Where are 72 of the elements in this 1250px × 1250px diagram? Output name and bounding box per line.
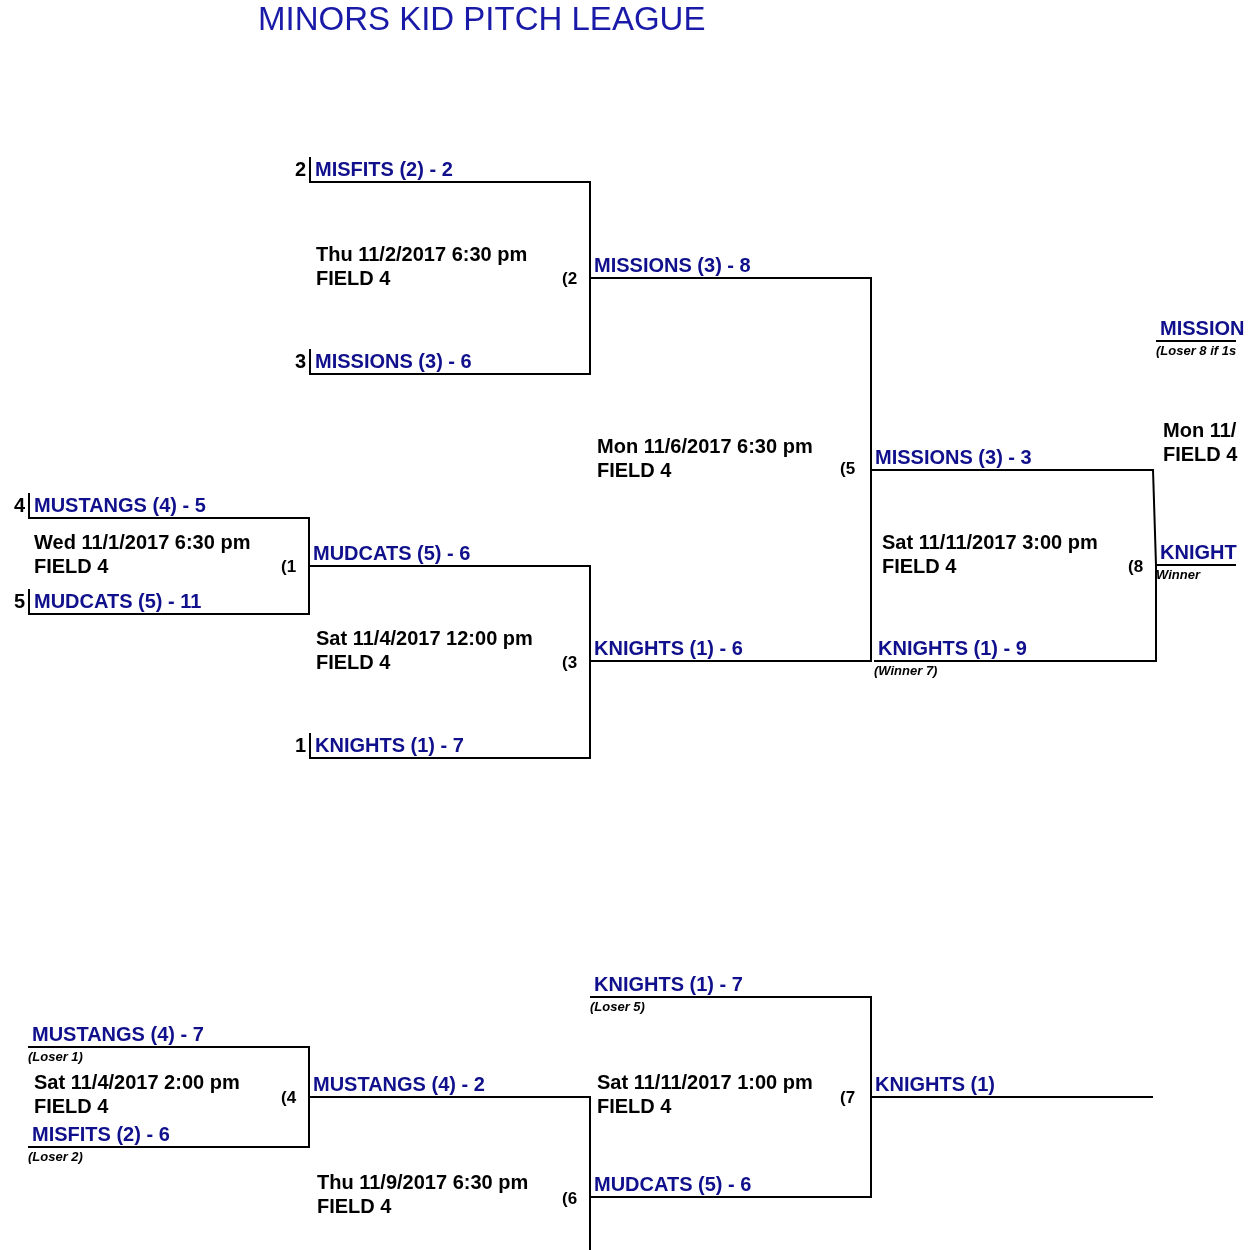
game-date: Wed 11/1/2017 6:30 pm (34, 531, 251, 553)
bracket-line (870, 277, 872, 471)
team-name: MISSIONS (3) - 6 (315, 350, 472, 372)
bracket-line (589, 277, 591, 375)
bracket-line (1152, 469, 1157, 566)
game-date: Sat 11/11/2017 3:00 pm (882, 531, 1098, 553)
field-name: FIELD 4 (34, 1095, 109, 1117)
game-date: Sat 11/4/2017 12:00 pm (316, 627, 533, 649)
slot-note: (Loser 8 if 1s (1156, 343, 1237, 358)
field-name: FIELD 4 (34, 555, 109, 577)
field-name: FIELD 4 (316, 651, 391, 673)
field-name: FIELD 4 (317, 1195, 392, 1217)
team-name: KNIGHTS (1) - 9 (878, 637, 1027, 659)
bracket-line (870, 469, 872, 662)
bracket-line (870, 1096, 872, 1198)
team-name: MUDCATS (5) - 6 (313, 542, 471, 564)
team-name: MISFITS (2) - 6 (32, 1123, 170, 1145)
seed-number: 1 (294, 734, 306, 756)
slot-note: Winner (1156, 567, 1200, 582)
game-date: Thu 11/9/2017 6:30 pm (317, 1171, 529, 1193)
title: MINORS KID PITCH LEAGUE (258, 0, 706, 38)
field-name: FIELD 4 (882, 555, 957, 577)
team-name: MISSION (1160, 317, 1245, 339)
bracket-line (589, 565, 591, 662)
bracket-line (308, 565, 310, 615)
game-date: Sat 11/4/2017 2:00 pm (34, 1071, 240, 1093)
team-name: MUSTANGS (4) - 7 (32, 1023, 204, 1045)
slot-note: (Loser 2) (28, 1149, 83, 1164)
seed-number: 3 (294, 350, 306, 372)
team-name: MUDCATS (5) - 11 (34, 590, 202, 612)
field-name: FIELD 4 (316, 267, 391, 289)
seed-number: 2 (294, 158, 306, 180)
slot-note: (Loser 1) (28, 1049, 83, 1064)
bracket-line (589, 1096, 591, 1198)
team-name: KNIGHTS (1) - 6 (594, 637, 743, 659)
bracket-line (870, 996, 872, 1098)
game-number: (4 (281, 1087, 297, 1109)
seed-number: 4 (13, 494, 25, 516)
game-number: (6 (562, 1188, 578, 1210)
bracket-line (589, 660, 591, 759)
game-date: Mon 11/ (1163, 419, 1237, 441)
field-name: FIELD 4 (597, 459, 672, 481)
team-name: KNIGHT (1160, 541, 1237, 563)
team-name: MUDCATS (5) - 6 (594, 1173, 752, 1195)
bracket-line (589, 1196, 591, 1250)
field-name: FIELD 4 (1163, 443, 1238, 465)
bracket-line (1155, 564, 1157, 662)
field-name: FIELD 4 (597, 1095, 672, 1117)
game-number: (1 (281, 556, 297, 578)
slot-note: (Loser 5) (590, 999, 645, 1014)
game-number: (7 (840, 1087, 856, 1109)
bracket-line (589, 181, 591, 279)
team-name: MUSTANGS (4) - 2 (313, 1073, 485, 1095)
game-date: Mon 11/6/2017 6:30 pm (597, 435, 813, 457)
team-name: MISFITS (2) - 2 (315, 158, 453, 180)
team-name: MUSTANGS (4) - 5 (34, 494, 206, 516)
team-name: KNIGHTS (1) (875, 1073, 995, 1095)
game-number: (5 (840, 458, 856, 480)
game-number: (2 (562, 268, 578, 290)
game-number: (8 (1128, 556, 1144, 578)
team-name: KNIGHTS (1) - 7 (594, 973, 743, 995)
game-date: Sat 11/11/2017 1:00 pm (597, 1071, 813, 1093)
seed-number: 5 (13, 590, 25, 612)
game-date: Thu 11/2/2017 6:30 pm (316, 243, 528, 265)
team-name: KNIGHTS (1) - 7 (315, 734, 464, 756)
slot-note: (Winner 7) (874, 663, 938, 678)
game-number: (3 (562, 652, 578, 674)
bracket-line (308, 517, 310, 567)
team-name: MISSIONS (3) - 8 (594, 254, 751, 276)
bracket-line (308, 1096, 310, 1148)
bracket-line (308, 1046, 310, 1098)
team-name: MISSIONS (3) - 3 (875, 446, 1032, 468)
